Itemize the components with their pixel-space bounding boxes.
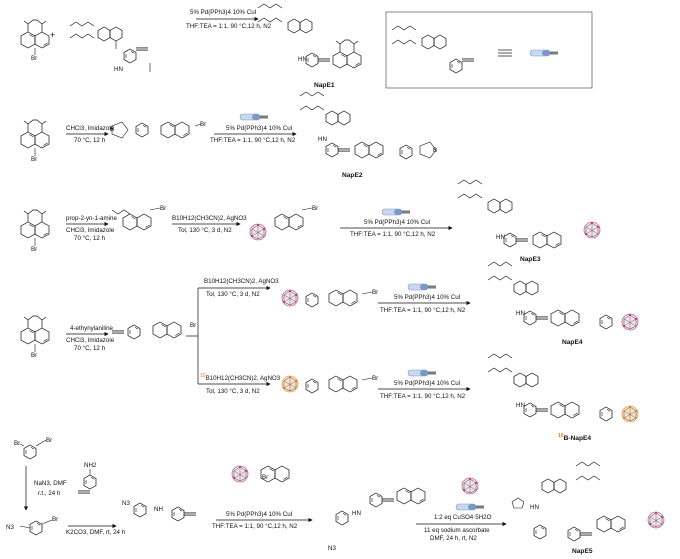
row4-step1-below1: CHCl3, Imidazole <box>66 337 115 344</box>
row4-upper-coupling-below: THF:TEA = 1:1, 90 °C,12 h, N2 <box>380 307 466 314</box>
row5-step4-above: 1:2 eq CuSO4·5H2O <box>434 514 492 521</box>
row3-step3-above: 5% Pd(PPh3)4 10% CuI <box>364 219 431 226</box>
row2-step2-above: 5% Pd(PPh3)4 10% CuI <box>226 125 293 132</box>
atom-br: Br <box>31 352 38 359</box>
isotope-sup: 10 <box>200 373 206 379</box>
row4-lower-above: 10B10H12(CH3CN)2, AgNO3 <box>200 373 280 382</box>
atom-hn: HN <box>298 56 307 63</box>
atom-br: Br <box>200 121 207 128</box>
row4-lower-coupling-below: THF:TEA = 1:1, 90 °C,12 h, N2 <box>380 393 466 400</box>
row1-cond-below: THF:TEA = 1:1, 90 °C,12 h, N2 <box>186 23 272 30</box>
atom-br: Br <box>31 55 38 62</box>
row2-step1-above: CHCl3, Imidazole <box>66 125 115 132</box>
product-label: NapE5 <box>572 548 593 555</box>
row3-step3-below: THF:TEA = 1:1, 90 °C,12 h, N2 <box>350 231 436 238</box>
plus-sign: + <box>50 30 56 40</box>
atom-n3: N3 <box>122 500 130 507</box>
product-label-10b: 10B-NapE4 <box>558 433 591 442</box>
row4-artwork <box>21 261 639 423</box>
atom-nh: NH <box>154 506 163 513</box>
atom-br: Br <box>14 440 21 447</box>
row2-artwork <box>21 91 437 160</box>
row3-step1-below2: 70 °C, 12 h <box>74 235 106 242</box>
atom-br: Br <box>31 156 38 163</box>
row3-step2-below: Tol, 130 °C, 3 d, N2 <box>178 227 232 234</box>
row3-step1-above: prop-2-yn-1-amine <box>66 215 117 222</box>
row1-cond-above: 5% Pd(PPh3)4 10% CuI <box>190 9 257 16</box>
row5-step4-below2: DMF, 24 h, rt, N2 <box>430 535 477 542</box>
atom-br: Br <box>46 437 53 444</box>
atom-br: Br <box>262 474 269 481</box>
row5-step1-right1: NaN3, DMF <box>34 480 67 487</box>
atom-b: B <box>110 126 115 133</box>
row4-step1-below2: 70 °C, 12 h <box>74 345 106 352</box>
atom-hn: HN <box>530 504 539 511</box>
row3-artwork <box>21 179 601 249</box>
row4-upper-above: B10H12(CH3CN)2, AgNO3 <box>204 278 279 285</box>
atom-hn: HN <box>318 136 327 143</box>
atom-b: B <box>433 147 438 154</box>
atom-br: Br <box>31 246 38 253</box>
row4-lower-coupling-above: 5% Pd(PPh3)4 10% CuI <box>394 380 461 387</box>
row5-step4-below1: 11 eq sodium ascorbate <box>424 527 490 534</box>
atom-n3: N3 <box>6 524 14 531</box>
row5-step1-right2: r.t., 24 h <box>38 490 61 497</box>
atom-hn: HN <box>516 310 525 317</box>
row5-step2-below: K2CO3, DMF, rt, 24 h <box>66 529 126 536</box>
atom-br: Br <box>52 516 59 523</box>
row5-step3-below: THF:TEA = 1:1, 90 °C,12 h, N2 <box>212 523 298 530</box>
product-label: NapE2 <box>342 172 363 179</box>
atom-br: Br <box>372 375 379 382</box>
row4-lower-below: Tol, 130 °C, 3 d, N2 <box>206 388 260 395</box>
row2-step2-below: THF:TEA = 1:1, 90 °C,12 h, N2 <box>210 137 296 144</box>
atom-hn: HN <box>516 402 525 409</box>
atom-hn: HN <box>114 66 123 73</box>
product-label: NapE3 <box>520 256 541 263</box>
row1-artwork <box>21 3 593 89</box>
atom-br: Br <box>372 289 379 296</box>
product-label: NapE4 <box>562 339 583 346</box>
atom-br: Br <box>190 322 197 329</box>
row4-step1-above: 4-ethynylaniline <box>70 325 113 332</box>
row2-step1-below: 70 °C, 12 h <box>74 137 106 144</box>
row5-step3-above: 5% Pd(PPh3)4 10% CuI <box>226 511 293 518</box>
row4-upper-coupling-above: 5% Pd(PPh3)4 10% CuI <box>394 294 461 301</box>
row3-step2-above: B10H12(CH3CN)2, AgNO3 <box>172 215 247 222</box>
atom-n3: N3 <box>328 545 336 552</box>
atom-nh2: NH2 <box>84 462 97 469</box>
row3-step1-below1: CHCl3, Imidazole <box>66 227 115 234</box>
atom-br: Br <box>312 205 319 212</box>
row4-lower-above-text: B10H12(CH3CN)2, AgNO3 <box>205 375 281 383</box>
atom-hn: HN <box>496 234 505 241</box>
row5-artwork <box>19 439 665 542</box>
atom-br: Br <box>160 205 167 212</box>
product-label: NapE1 <box>314 82 335 89</box>
product-label-10b-text: B-NapE4 <box>563 435 592 443</box>
atom-hn: HN <box>352 510 361 517</box>
row4-upper-below: Tol, 130 °C, 3 d, N2 <box>206 291 260 298</box>
isotope-sup: 10 <box>558 433 564 439</box>
